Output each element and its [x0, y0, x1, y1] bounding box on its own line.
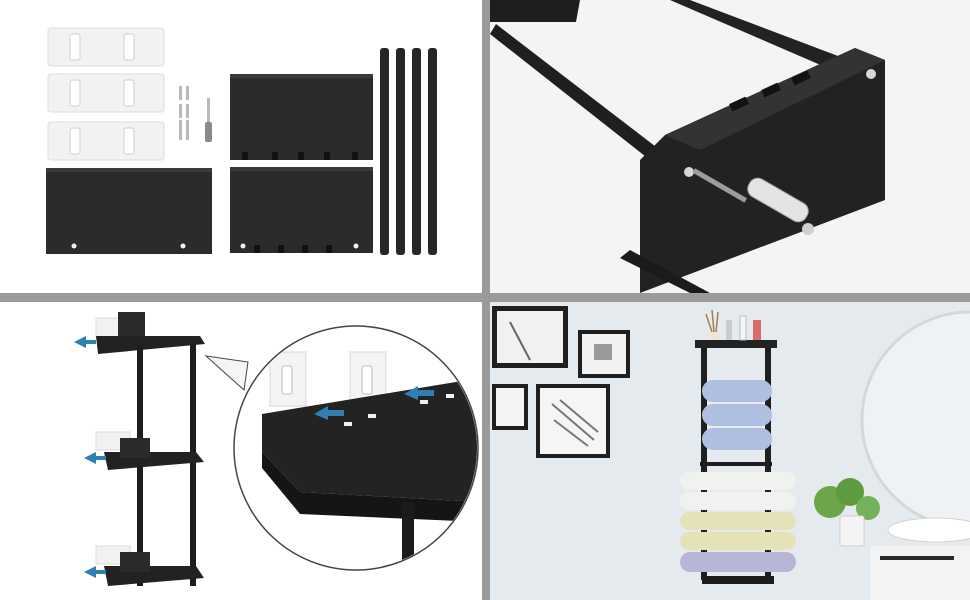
rack-frame — [95, 312, 205, 586]
screwdriver — [692, 168, 814, 235]
rod-hooks — [729, 70, 811, 112]
rod-upper-right — [670, 0, 875, 82]
rolled-towels-mixed — [680, 472, 796, 572]
potted-plant — [814, 478, 880, 547]
parts-layout-illustration — [46, 27, 437, 255]
adhesive-bracket-set — [47, 27, 165, 161]
back-plate-edge — [490, 0, 580, 22]
bathroom-scene-illustration — [490, 302, 970, 600]
sink-counter — [870, 517, 970, 600]
shelf-panel-right — [230, 167, 373, 253]
wall-mount-diagram-panel — [0, 302, 482, 600]
rod-left-top — [490, 24, 660, 160]
zoom-callout-content — [262, 351, 477, 562]
towel-rack — [695, 340, 777, 584]
rolled-towels-blue — [702, 380, 772, 450]
side-plate — [640, 48, 885, 293]
mount-arrows — [74, 336, 106, 578]
shelf-panel-top — [230, 74, 373, 160]
wall-mount-diagram — [0, 302, 482, 600]
screw-hole — [684, 167, 694, 177]
wall-art-frames — [492, 306, 630, 458]
screw-assembly-closeup-panel — [490, 0, 970, 293]
metal-rods — [380, 48, 437, 255]
screw-hole-top — [866, 69, 876, 79]
toiletries — [705, 309, 761, 341]
parts-layout-panel — [0, 0, 482, 293]
bathroom-scene-panel — [490, 302, 970, 600]
shelf-panel-left — [46, 168, 212, 254]
screw-assembly-illustration — [490, 0, 970, 293]
screws-and-screwdriver — [179, 86, 212, 142]
round-mirror — [860, 310, 970, 530]
